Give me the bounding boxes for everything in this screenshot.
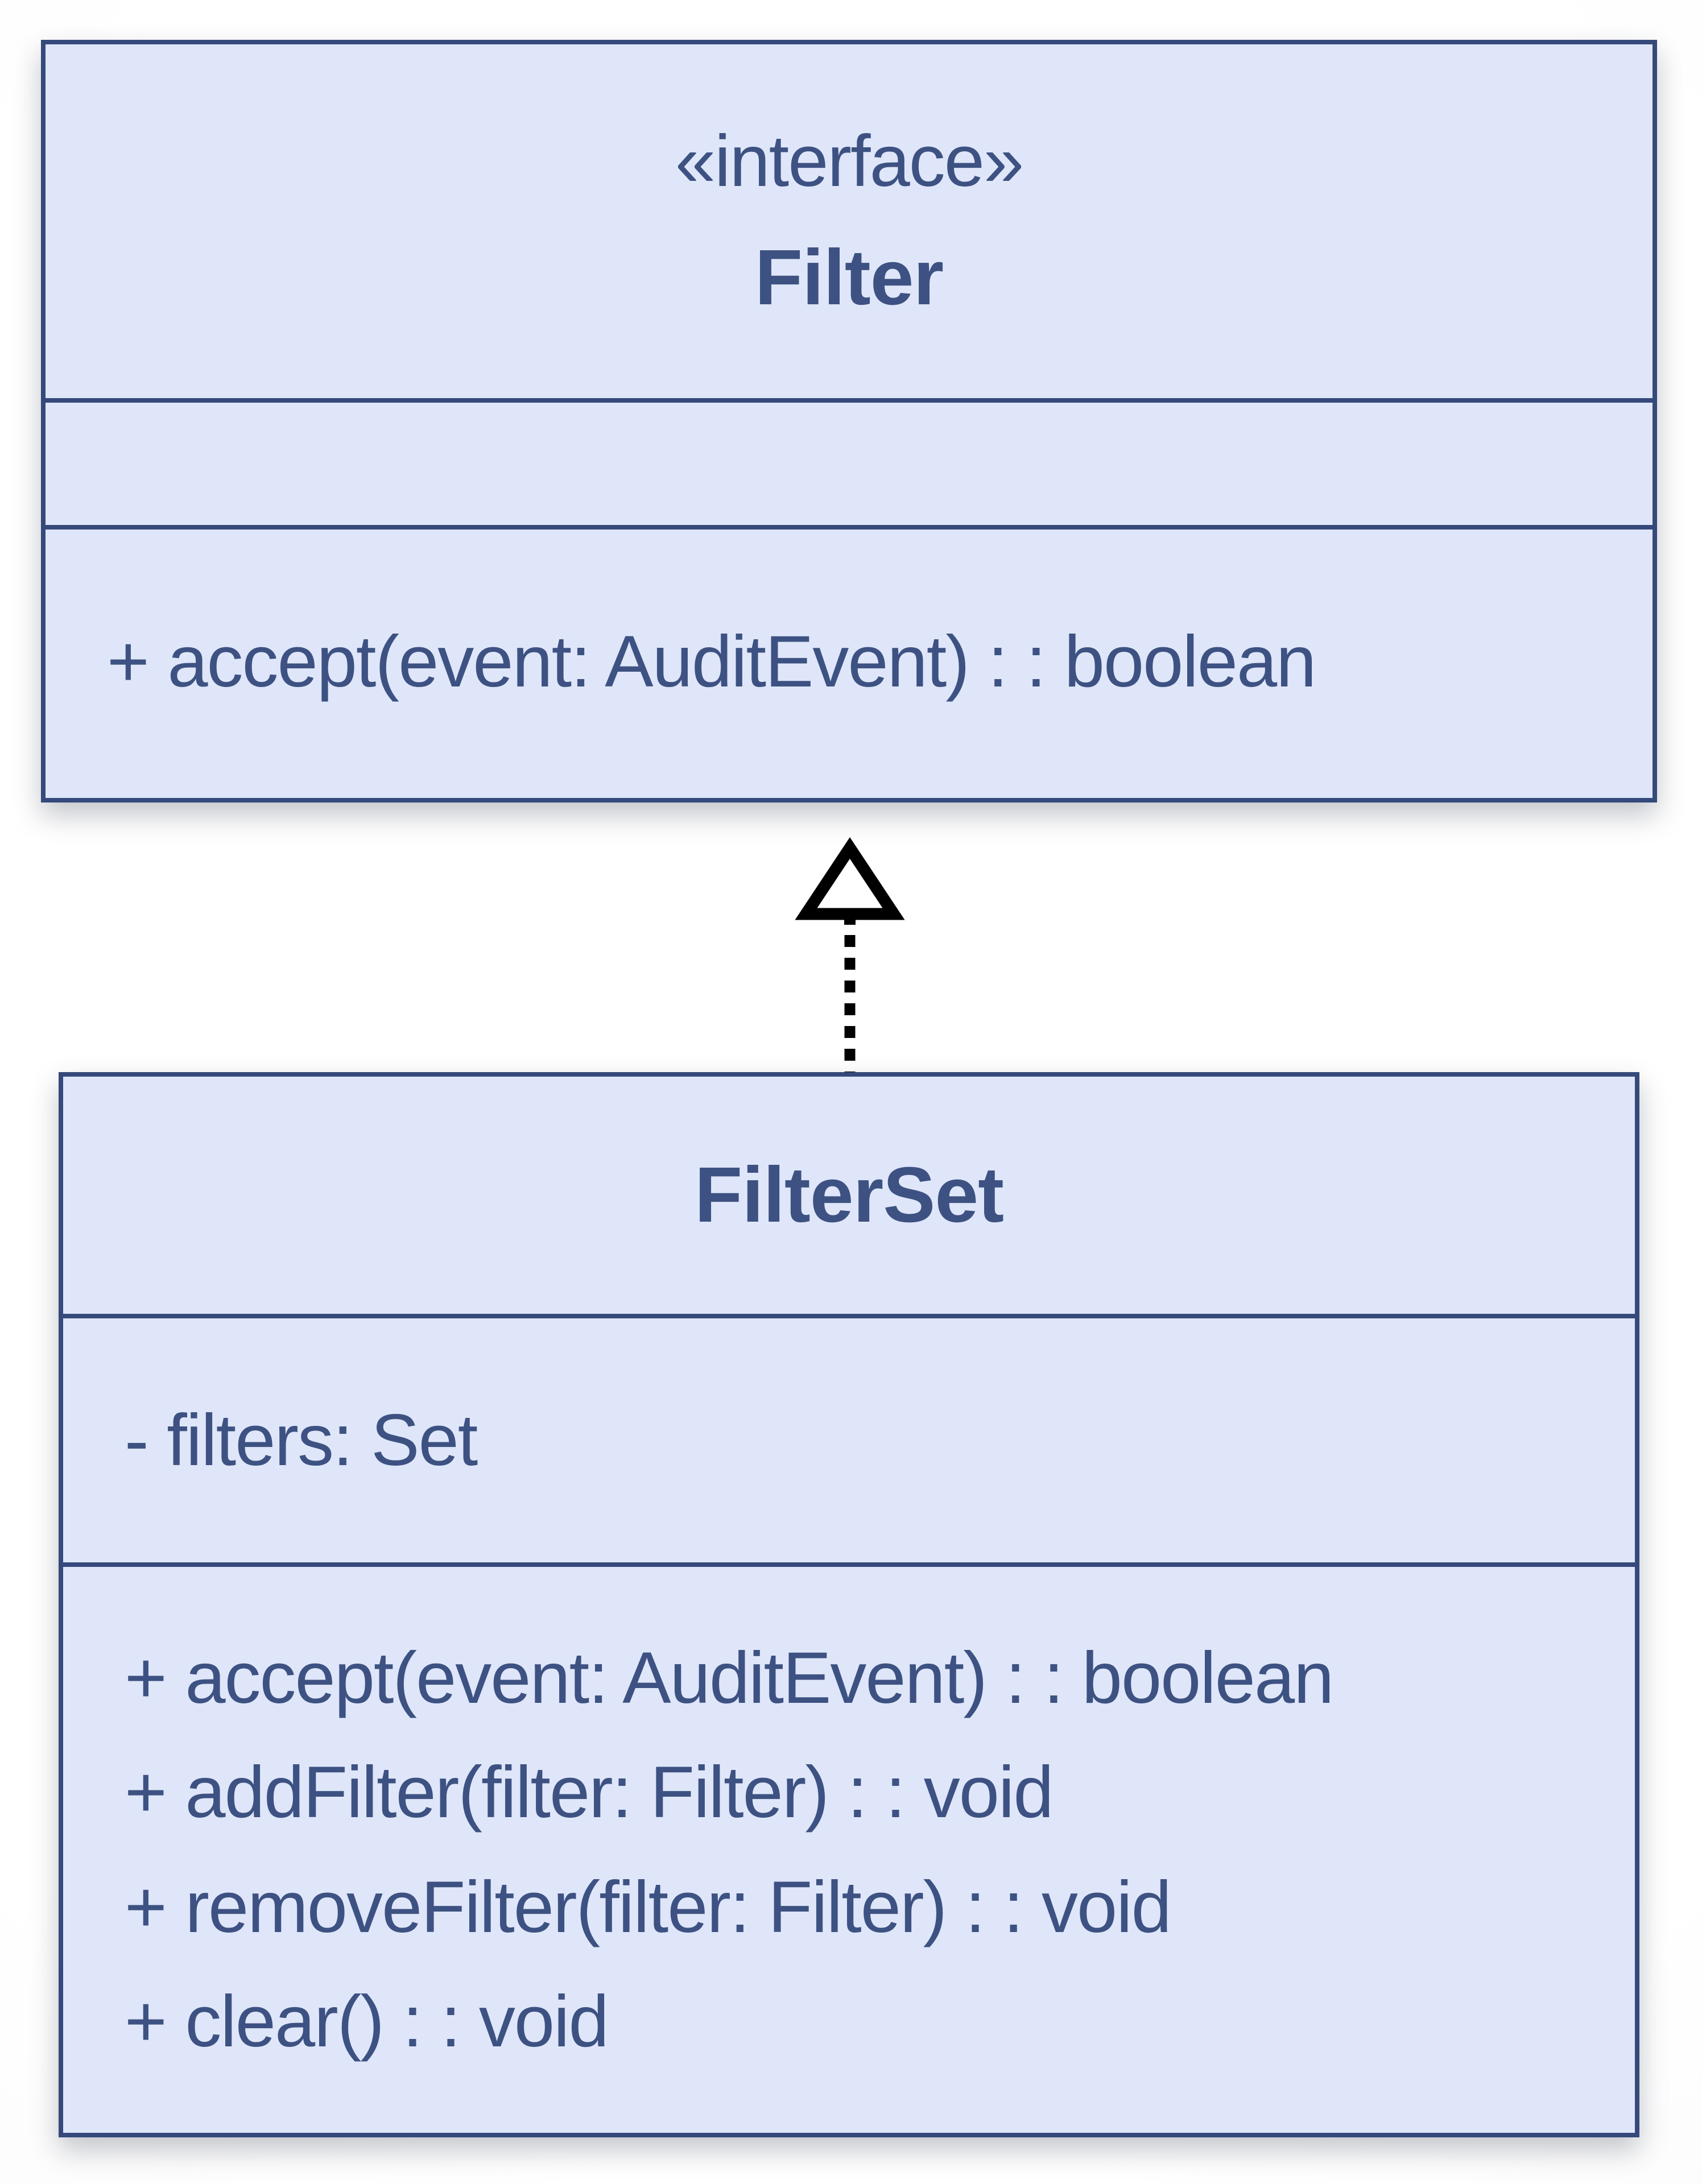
uml-class-box-filterset: FilterSet - filters: Set + accept(event:… [59, 1072, 1639, 2137]
interface-attributes-compartment-empty [46, 398, 1653, 525]
filterset-methods-compartment: + accept(event: AuditEvent) : : boolean … [63, 1562, 1635, 2133]
filterset-title-compartment: FilterSet [63, 1077, 1635, 1314]
filterset-method-addfilter: + addFilter(filter: Filter) : : void [125, 1752, 1054, 1834]
filterset-attribute-filters: - filters: Set [125, 1400, 478, 1481]
interface-methods-compartment: + accept(event: AuditEvent) : : boolean [46, 525, 1653, 793]
uml-interface-box-filter: «interface» Filter + accept(event: Audit… [41, 40, 1657, 803]
filterset-method-accept: + accept(event: AuditEvent) : : boolean [125, 1637, 1334, 1719]
hollow-triangle-arrowhead [795, 837, 905, 920]
realization-arrow [795, 837, 905, 1072]
interface-name-label: Filter [754, 233, 944, 321]
filterset-attributes-compartment: - filters: Set [63, 1314, 1635, 1562]
interface-method-accept: + accept(event: AuditEvent) : : boolean [107, 621, 1316, 702]
filterset-name-label: FilterSet [694, 1151, 1004, 1239]
filterset-method-clear: + clear() : : void [125, 1980, 609, 2062]
interface-title-compartment: «interface» Filter [46, 44, 1653, 398]
interface-stereotype-label: «interface» [675, 120, 1024, 202]
filterset-method-removefilter: + removeFilter(filter: Filter) : : void [125, 1866, 1172, 1948]
